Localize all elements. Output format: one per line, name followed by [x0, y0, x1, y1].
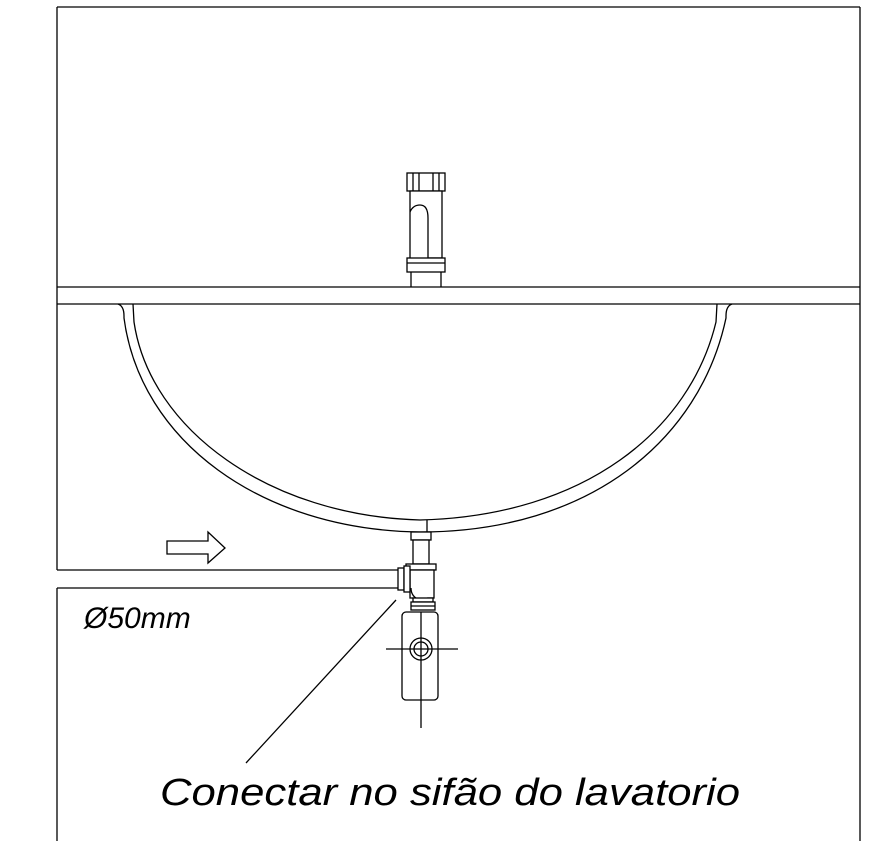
- leader-line: [245, 599, 397, 764]
- flow-direction-arrow-icon: [166, 530, 226, 565]
- pipe-diameter-label: Ø50mm: [83, 602, 191, 635]
- siphon-trap: [386, 611, 458, 728]
- drain-tee: [405, 520, 437, 611]
- sink-basin: [117, 303, 733, 533]
- wall-frame: [56, 6, 861, 841]
- faucet: [406, 172, 446, 287]
- drain-pipe-50mm: [57, 565, 411, 593]
- countertop: [57, 286, 860, 305]
- connection-note: Conectar no sifão do lavatorio: [160, 772, 740, 814]
